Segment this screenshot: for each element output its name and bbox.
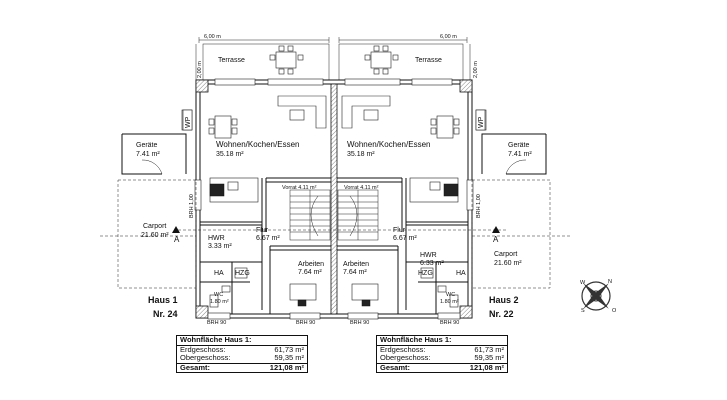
terrace-label-haus1: Terrasse [218,57,245,64]
terrace-label-haus2: Terrasse [415,57,442,64]
terrace-width-haus2: 6,00 m [440,34,457,40]
terrace-width-haus1: 6,00 m [204,34,221,40]
brh-window-haus2-a: BRH 90 [350,320,369,326]
terrace-haus1 [195,37,330,81]
eg-value: 61,73 m² [274,344,304,354]
area-living-haus1: 35.18 m² [216,151,244,158]
staircase-haus2 [337,189,379,241]
terrace-depth-haus1: 2,00 m [197,61,203,78]
room-hwr-haus2: HWR [420,252,437,259]
brh-side-haus2: BRH 1,00 [476,194,482,218]
room-living-haus2: Wohnen/Kochen/Essen [347,140,430,149]
brh-side-haus1: BRH 1,00 [189,194,195,218]
eg-value: 61,73 m² [474,344,504,354]
compass-n: N [608,279,612,285]
area-geraete-haus1: 7.41 m² [136,151,160,158]
eg-label: Erdgeschoss: [180,344,226,354]
og-value: 59,35 m² [474,353,504,363]
area-carport-haus2: 21.60 m² [494,260,522,267]
eg-label: Erdgeschoss: [380,344,426,354]
og-label: Obergeschoss: [380,353,431,363]
compass-s: S [581,308,585,314]
area-table-haus2: Wohnfläche Haus 1: Erdgeschoss:61,73 m² … [376,335,508,374]
label-wp-haus2: WP [478,116,485,128]
section-marker-right: A [493,235,499,244]
section-line-a [172,226,508,233]
carport-haus1 [100,179,197,289]
og-value: 59,35 m² [274,353,304,363]
area-table-title: Wohnfläche Haus 1: [380,335,452,344]
brh-window-haus1-b: BRH 90 [296,320,315,326]
room-carport-haus1: Carport [143,223,166,230]
house-number-haus1: Nr. 24 [153,309,178,319]
room-geraete-haus1: Geräte [136,142,158,149]
room-arbeiten-haus1: Arbeiten [298,261,324,268]
compass-w: W [580,280,586,286]
room-vorrat-haus1: Vorrat 4.11 m² [282,185,317,191]
label-hzg-haus2: HZG [418,270,433,277]
brh-window-haus2-b: BRH 90 [440,320,459,326]
compass-icon [581,281,611,311]
total-value: 121,08 m² [269,362,304,372]
label-wp-haus1: WP [185,116,192,128]
total-label: Gesamt: [180,362,211,372]
compass-o: O [612,308,617,314]
terrace-depth-haus2: 2,00 m [473,61,479,78]
room-geraete-haus2: Geräte [508,142,530,149]
brh-window-haus1-a: BRH 90 [207,320,226,326]
room-vorrat-haus2: Vorrat 4.11 m² [344,185,379,191]
room-living-haus1: Wohnen/Kochen/Essen [216,140,299,149]
outer-walls [194,78,474,320]
terrace-haus2 [338,37,471,81]
label-hzg-haus1: HZG [235,270,250,277]
house-name-haus1: Haus 1 [148,295,178,305]
room-carport-haus2: Carport [494,251,517,258]
house-name-haus2: Haus 2 [489,295,519,305]
total-value: 121,08 m² [469,362,504,372]
interior-walls [200,177,468,314]
total-label: Gesamt: [380,362,411,372]
area-arbeiten-haus2: 7.64 m² [343,269,367,276]
room-hwr-haus1: HWR [208,235,225,242]
area-geraete-haus2: 7.41 m² [508,151,532,158]
area-wc-haus2: 1.80 m² [440,299,459,305]
furniture-haus2 [341,95,460,308]
label-ha-haus1: HA [214,270,224,277]
area-wc-haus1: 1.80 m² [210,299,229,305]
area-hwr-haus1: 3.33 m² [208,243,232,250]
room-wc-haus2: WC [446,292,455,298]
carport-haus2 [471,179,570,289]
furniture-haus1 [208,95,327,308]
area-flur-haus2: 6.67 m² [393,235,417,242]
area-table-title: Wohnfläche Haus 1: [180,335,252,344]
room-flur-haus1: Flur [256,227,269,234]
area-arbeiten-haus1: 7.64 m² [298,269,322,276]
area-table-haus1: Wohnfläche Haus 1: Erdgeschoss:61,73 m² … [176,335,308,374]
section-marker-left: A [174,235,180,244]
area-carport-haus1: 21.60 m² [141,232,169,239]
staircase-haus1 [289,189,331,241]
label-ha-haus2: HA [456,270,466,277]
og-label: Obergeschoss: [180,353,231,363]
house-number-haus2: Nr. 22 [489,309,514,319]
room-arbeiten-haus2: Arbeiten [343,261,369,268]
area-living-haus2: 35.18 m² [347,151,375,158]
room-flur-haus2: Flur [393,227,406,234]
area-flur-haus1: 6.67 m² [256,235,280,242]
room-wc-haus1: WC [214,292,223,298]
area-hwr-haus2: 6.33 m² [420,260,444,267]
